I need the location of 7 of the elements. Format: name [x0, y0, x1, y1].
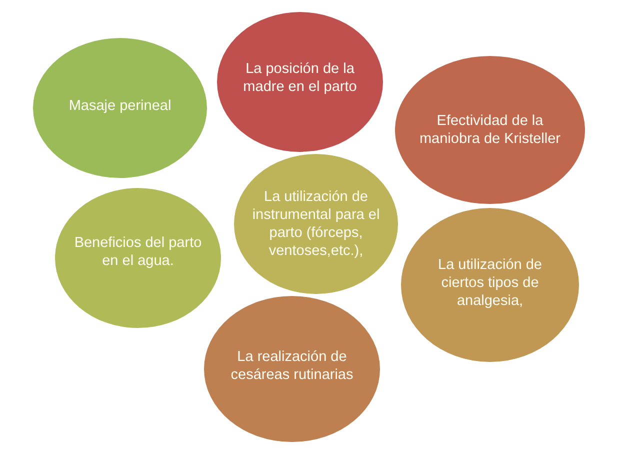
topic-label: Efectividad de la maniobra de Kristeller	[418, 112, 562, 148]
topic-label: Masaje perineal	[68, 97, 172, 115]
topic-label: La realización de cesáreas rutinarias	[230, 348, 354, 384]
topic-label: La posición de la madre en el parto	[242, 60, 358, 96]
topic-label: La utilización de instrumental para el parto (fórceps, ventoses,etc.),	[251, 188, 381, 260]
topic-label: La utilización de ciertos tipos de analgesia,	[437, 256, 543, 310]
topic-label: Beneficios del parto en el agua.	[73, 234, 203, 270]
